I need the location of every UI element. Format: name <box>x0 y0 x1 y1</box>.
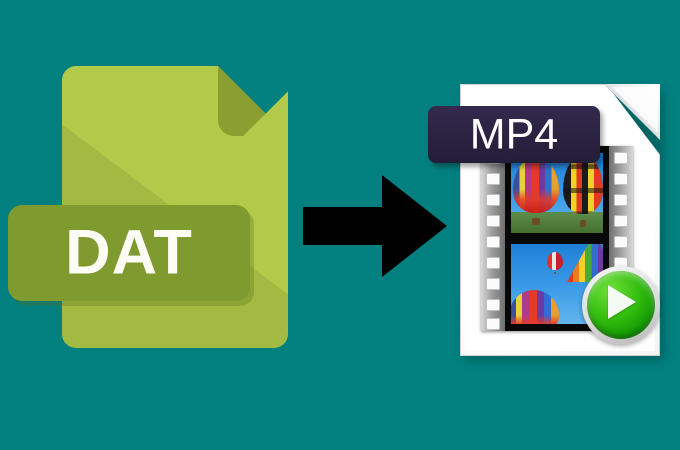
mp4-extension-label: MP4 <box>469 110 559 158</box>
conversion-arrow-icon <box>303 175 447 277</box>
mp4-file-icon <box>460 84 664 361</box>
film-frame-top <box>511 153 603 233</box>
film-frames <box>505 146 609 331</box>
dat-extension-banner: DAT <box>8 205 250 301</box>
mp4-extension-badge: MP4 <box>428 106 600 163</box>
play-button[interactable] <box>582 266 660 344</box>
balloon-blue-yellow <box>511 290 559 324</box>
balloon-small-red <box>547 252 563 274</box>
balloon-blue-red <box>513 157 559 225</box>
film-sprocket-edge-left <box>481 146 505 331</box>
balloon-black-yellow <box>563 155 603 227</box>
play-triangle-icon <box>608 285 636 319</box>
dat-extension-label: DAT <box>65 217 193 288</box>
ground-background <box>511 212 603 233</box>
film-strip-thumbnail <box>481 146 633 331</box>
